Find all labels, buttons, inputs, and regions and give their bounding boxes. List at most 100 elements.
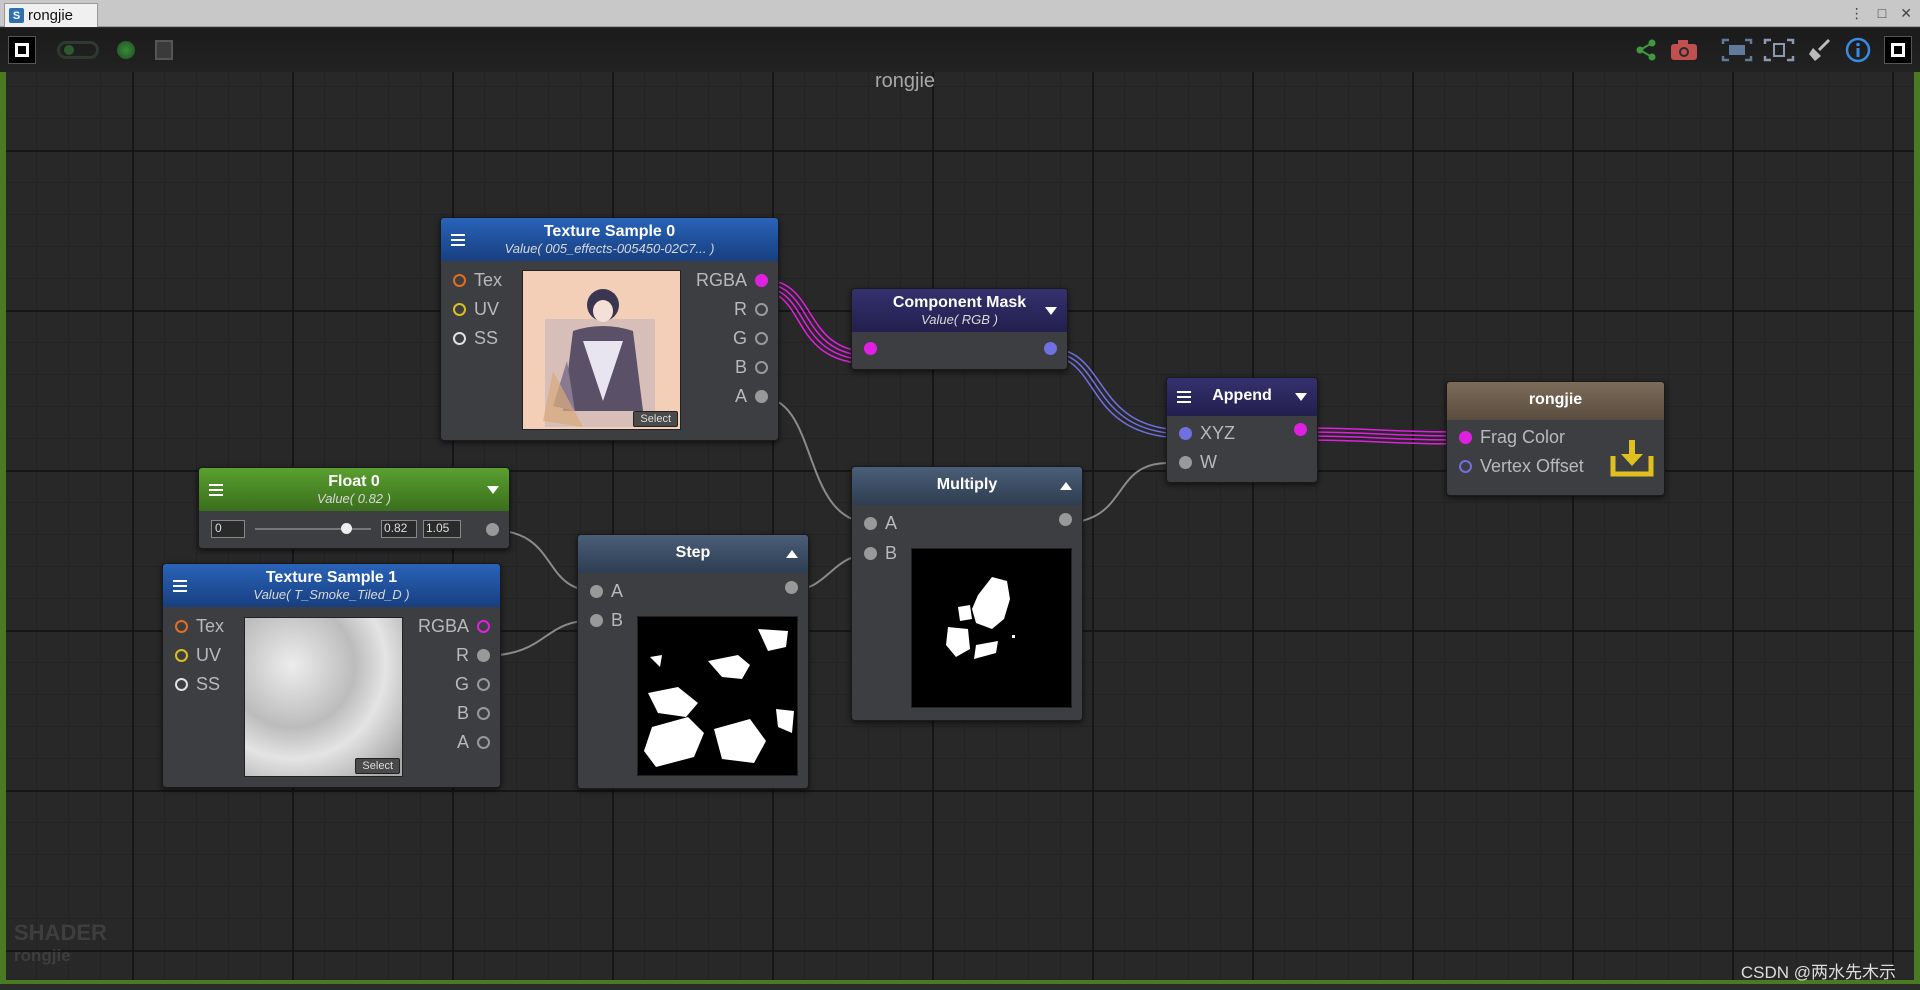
- append-node[interactable]: Append XYZ W: [1166, 377, 1318, 483]
- port-out[interactable]: [1059, 513, 1072, 526]
- port-socket-icon[interactable]: [486, 523, 499, 536]
- port-socket-icon[interactable]: [175, 649, 188, 662]
- maximize-left-button[interactable]: [8, 36, 36, 64]
- port-socket-icon[interactable]: [1179, 456, 1192, 469]
- output-node[interactable]: rongjie Frag Color Vertex Offset: [1446, 381, 1665, 496]
- info-button[interactable]: [1844, 37, 1872, 63]
- step-node[interactable]: Step A B: [577, 534, 809, 789]
- status-button[interactable]: [114, 38, 138, 62]
- port-socket-icon[interactable]: [453, 332, 466, 345]
- port-socket-icon[interactable]: [864, 517, 877, 530]
- collapse-arrow-icon[interactable]: [1060, 482, 1072, 490]
- node-header[interactable]: rongjie: [1447, 382, 1664, 420]
- port-ss[interactable]: SS: [175, 674, 220, 695]
- float-0-node[interactable]: Float 0 Value( 0.82 ) 0 0.82 1.05: [198, 467, 510, 549]
- port-b[interactable]: B: [590, 610, 623, 631]
- port-socket-icon[interactable]: [1294, 423, 1307, 436]
- menu-icon[interactable]: [451, 231, 465, 249]
- port-b-out[interactable]: B: [457, 703, 490, 724]
- port-a-out[interactable]: A: [735, 386, 768, 407]
- port-rgba-out[interactable]: RGBA: [418, 616, 490, 637]
- port-uv[interactable]: UV: [453, 299, 499, 320]
- port-vertex-offset[interactable]: Vertex Offset: [1459, 456, 1584, 477]
- port-a-out[interactable]: A: [457, 732, 490, 753]
- port-uv[interactable]: UV: [175, 645, 221, 666]
- port-socket-icon[interactable]: [785, 581, 798, 594]
- restore-icon[interactable]: □: [1877, 5, 1887, 21]
- port-socket-icon[interactable]: [590, 585, 603, 598]
- float-slider-knob[interactable]: [340, 523, 352, 534]
- more-options-icon[interactable]: ⋮: [1849, 5, 1864, 21]
- node-header[interactable]: Texture Sample 0 Value( 005_effects-0054…: [441, 218, 778, 261]
- port-socket-icon[interactable]: [755, 390, 768, 403]
- collapse-arrow-icon[interactable]: [786, 550, 798, 558]
- port-socket-icon[interactable]: [755, 361, 768, 374]
- share-button[interactable]: [1632, 38, 1660, 62]
- select-texture-button[interactable]: Select: [355, 758, 400, 774]
- notes-button[interactable]: [152, 38, 176, 62]
- node-header[interactable]: Texture Sample 1 Value( T_Smoke_Tiled_D …: [163, 564, 500, 607]
- port-socket-icon[interactable]: [477, 620, 490, 633]
- port-b[interactable]: B: [864, 543, 897, 564]
- port-socket-icon[interactable]: [453, 303, 466, 316]
- close-icon[interactable]: ✕: [1900, 5, 1912, 21]
- port-in[interactable]: [864, 342, 877, 355]
- port-out[interactable]: [486, 523, 499, 536]
- texture-sample-0-node[interactable]: Texture Sample 0 Value( 005_effects-0054…: [440, 217, 779, 441]
- port-socket-icon[interactable]: [175, 678, 188, 691]
- select-texture-button[interactable]: Select: [633, 411, 678, 427]
- float-slider-track[interactable]: [255, 523, 371, 534]
- node-header[interactable]: Float 0 Value( 0.82 ): [199, 468, 509, 511]
- download-icon[interactable]: [1610, 438, 1654, 478]
- collapse-arrow-icon[interactable]: [1045, 306, 1057, 315]
- component-mask-node[interactable]: Component Mask Value( RGB ): [851, 288, 1068, 370]
- focus-selection-button[interactable]: [1720, 38, 1754, 62]
- port-socket-icon[interactable]: [175, 620, 188, 633]
- port-socket-icon[interactable]: [1059, 513, 1072, 526]
- port-a[interactable]: A: [590, 581, 623, 602]
- node-header[interactable]: Multiply: [852, 467, 1082, 505]
- port-tex[interactable]: Tex: [175, 616, 224, 637]
- live-mode-button[interactable]: [56, 38, 100, 62]
- float-value-field[interactable]: 0.82: [381, 520, 417, 538]
- port-socket-icon[interactable]: [755, 332, 768, 345]
- port-out[interactable]: [1294, 423, 1307, 436]
- port-socket-icon[interactable]: [755, 303, 768, 316]
- port-g-out[interactable]: G: [455, 674, 490, 695]
- port-socket-icon[interactable]: [590, 614, 603, 627]
- node-header[interactable]: Append: [1167, 378, 1317, 416]
- port-out[interactable]: [785, 581, 798, 594]
- port-frag-color[interactable]: Frag Color: [1459, 427, 1565, 448]
- port-out[interactable]: [1044, 342, 1057, 355]
- menu-icon[interactable]: [1177, 388, 1191, 406]
- collapse-arrow-icon[interactable]: [487, 485, 499, 494]
- port-rgba-out[interactable]: RGBA: [696, 270, 768, 291]
- port-socket-icon[interactable]: [477, 707, 490, 720]
- fit-view-button[interactable]: [1762, 38, 1796, 62]
- port-socket-icon[interactable]: [755, 274, 768, 287]
- node-header[interactable]: Component Mask Value( RGB ): [852, 289, 1067, 332]
- multiply-node[interactable]: Multiply A B: [851, 466, 1083, 721]
- float-min-field[interactable]: 0: [211, 520, 245, 538]
- port-socket-icon[interactable]: [1179, 427, 1192, 440]
- texture-preview-character[interactable]: Select: [522, 270, 681, 430]
- collapse-arrow-icon[interactable]: [1295, 393, 1307, 401]
- port-socket-icon[interactable]: [1044, 342, 1057, 355]
- port-socket-icon[interactable]: [1459, 460, 1472, 473]
- clean-graph-button[interactable]: [1806, 38, 1834, 62]
- menu-icon[interactable]: [209, 481, 223, 499]
- port-g-out[interactable]: G: [733, 328, 768, 349]
- port-r-out[interactable]: R: [734, 299, 768, 320]
- editor-tab[interactable]: S rongjie: [4, 3, 98, 27]
- port-a[interactable]: A: [864, 513, 897, 534]
- float-max-field[interactable]: 1.05: [423, 520, 461, 538]
- maximize-right-button[interactable]: [1884, 36, 1912, 64]
- texture-sample-1-node[interactable]: Texture Sample 1 Value( T_Smoke_Tiled_D …: [162, 563, 501, 788]
- port-socket-icon[interactable]: [477, 736, 490, 749]
- port-tex[interactable]: Tex: [453, 270, 502, 291]
- port-xyz[interactable]: XYZ: [1179, 423, 1235, 444]
- port-r-out[interactable]: R: [456, 645, 490, 666]
- texture-preview-smoke[interactable]: Select: [244, 617, 403, 777]
- port-b-out[interactable]: B: [735, 357, 768, 378]
- port-socket-icon[interactable]: [864, 547, 877, 560]
